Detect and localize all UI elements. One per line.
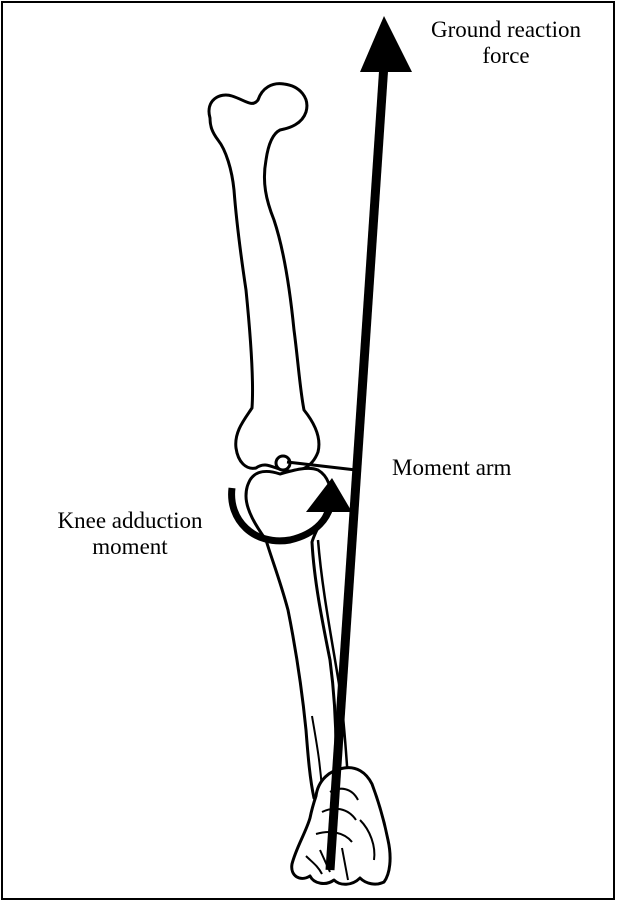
knee-adduction-moment-label: Knee adduction moment bbox=[30, 508, 230, 560]
knee-adduction-moment-line-1: Knee adduction bbox=[30, 508, 230, 534]
ground-reaction-force-line-1: Ground reaction bbox=[404, 17, 608, 43]
knee-adduction-moment-line-2: moment bbox=[30, 534, 230, 560]
moment-arm-label: Moment arm bbox=[392, 455, 511, 481]
femur bbox=[209, 84, 319, 472]
ground-reaction-force-line-2: force bbox=[404, 43, 608, 69]
ground-reaction-force-label: Ground reaction force bbox=[404, 17, 608, 69]
foot bbox=[292, 768, 390, 885]
